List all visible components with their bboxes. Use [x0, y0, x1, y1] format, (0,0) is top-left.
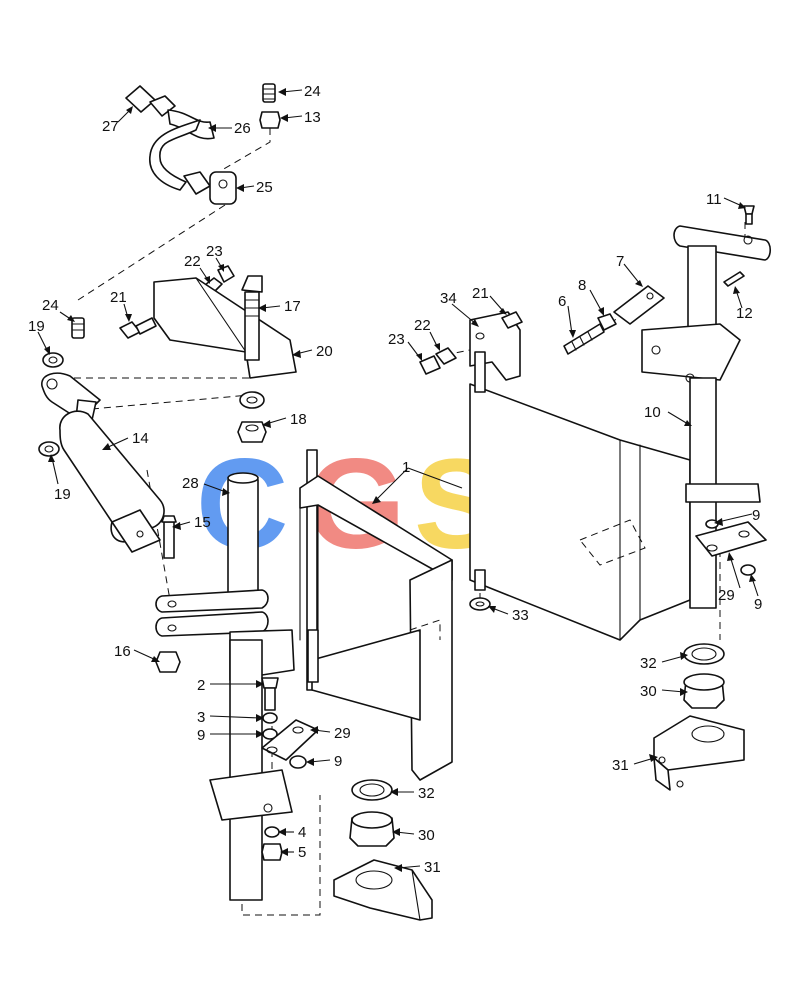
callout-32-center: 32 — [418, 785, 435, 802]
nut-23-right — [419, 355, 441, 375]
callout-30-center: 30 — [418, 827, 435, 844]
callout-23-right: 23 — [388, 331, 405, 348]
callout-1: 1 — [402, 459, 410, 476]
callout-10: 10 — [644, 404, 661, 421]
washer-19-top — [42, 352, 64, 368]
bracket-31-center — [333, 859, 433, 921]
callout-4: 4 — [298, 824, 306, 841]
callout-34: 34 — [440, 290, 457, 307]
bolt-17 — [244, 291, 260, 361]
bolt-15 — [163, 521, 175, 559]
callout-11: 11 — [706, 191, 722, 208]
bracket-20-assembly — [119, 265, 297, 443]
link-rod-assembly — [563, 285, 665, 355]
left-spindle-28 — [155, 472, 319, 901]
callout-16: 16 — [114, 643, 131, 660]
right-spindle-10 — [641, 205, 772, 791]
seal-32-center — [351, 779, 393, 801]
callout-22-right: 22 — [414, 317, 431, 334]
bolt-21-left — [119, 321, 141, 339]
callout-7: 7 — [616, 253, 624, 270]
callout-28: 28 — [182, 475, 199, 492]
top-plate-11 — [673, 225, 772, 261]
rod-6 — [563, 323, 605, 355]
nut-18 — [237, 421, 267, 443]
callout-12: 12 — [736, 305, 753, 322]
frame-1 — [299, 449, 453, 781]
bracket-31-right — [653, 715, 745, 771]
plate-29-left — [261, 719, 319, 761]
callout-27: 27 — [102, 118, 119, 135]
nut-13 — [259, 111, 281, 129]
washer-33 — [469, 597, 491, 611]
callout-3: 3 — [197, 709, 205, 726]
callout-6: 6 — [558, 293, 566, 310]
washer-9-right-a — [705, 519, 719, 529]
hydraulic-cylinder-14 — [38, 317, 165, 553]
bolt-21-right — [501, 311, 523, 329]
shield-plate — [419, 311, 691, 641]
callout-13: 13 — [304, 109, 321, 126]
lock-washer-4 — [264, 826, 280, 838]
callout-9-left: 9 — [197, 727, 205, 744]
callout-2: 2 — [197, 677, 205, 694]
seal-32-right — [683, 643, 725, 665]
callout-19-top: 19 — [28, 318, 45, 335]
bolt-11 — [743, 205, 755, 215]
hose-assembly — [125, 83, 281, 205]
callout-14: 14 — [132, 430, 149, 447]
bolt-17-head — [241, 275, 263, 293]
callout-9-right-a: 9 — [752, 507, 760, 524]
callout-31-right: 31 — [612, 757, 629, 774]
callout-23-left: 23 — [206, 243, 223, 260]
bracket-20 — [153, 277, 297, 379]
callout-21-left: 21 — [110, 289, 127, 306]
washer-19-bottom — [38, 441, 60, 457]
callout-21-right: 21 — [472, 285, 489, 302]
callout-17: 17 — [284, 298, 301, 315]
callout-24-top: 24 — [304, 83, 321, 100]
callout-8: 8 — [578, 277, 586, 294]
washer-3 — [262, 712, 278, 724]
washer-9-lower — [289, 755, 307, 769]
callout-29-left: 29 — [334, 725, 351, 742]
callout-leaders — [37, 88, 759, 872]
callout-22-left: 22 — [184, 253, 201, 270]
callout-32-right: 32 — [640, 655, 657, 672]
callout-24-left: 24 — [42, 297, 59, 314]
callout-9-right-b: 9 — [754, 596, 762, 613]
callout-15: 15 — [194, 514, 211, 531]
callout-25: 25 — [256, 179, 273, 196]
bushing-20-bottom — [239, 391, 265, 409]
nut-8 — [597, 313, 617, 331]
callout-labels: 24 13 27 26 25 22 23 21 17 20 18 24 19 1… — [28, 83, 762, 876]
callout-26: 26 — [234, 120, 251, 137]
callout-5: 5 — [298, 844, 306, 861]
callout-19-bottom: 19 — [54, 486, 71, 503]
bolt-2 — [264, 687, 276, 711]
callout-31-center: 31 — [424, 859, 441, 876]
washer-9-right-b — [740, 564, 756, 576]
callout-30-right: 30 — [640, 683, 657, 700]
callout-29-right: 29 — [718, 587, 735, 604]
plate-29-right — [695, 521, 767, 557]
bolt-2-head — [261, 677, 279, 689]
pin-12 — [723, 271, 745, 287]
washer-22-right — [435, 347, 457, 365]
callout-9-lower: 9 — [334, 753, 342, 770]
clevis-7 — [613, 285, 665, 325]
callout-33: 33 — [512, 607, 529, 624]
callout-18: 18 — [290, 411, 307, 428]
callout-20: 20 — [316, 343, 333, 360]
plug-24-left — [71, 317, 85, 339]
lower-bushing-set — [333, 779, 433, 921]
nut-5 — [261, 843, 283, 861]
